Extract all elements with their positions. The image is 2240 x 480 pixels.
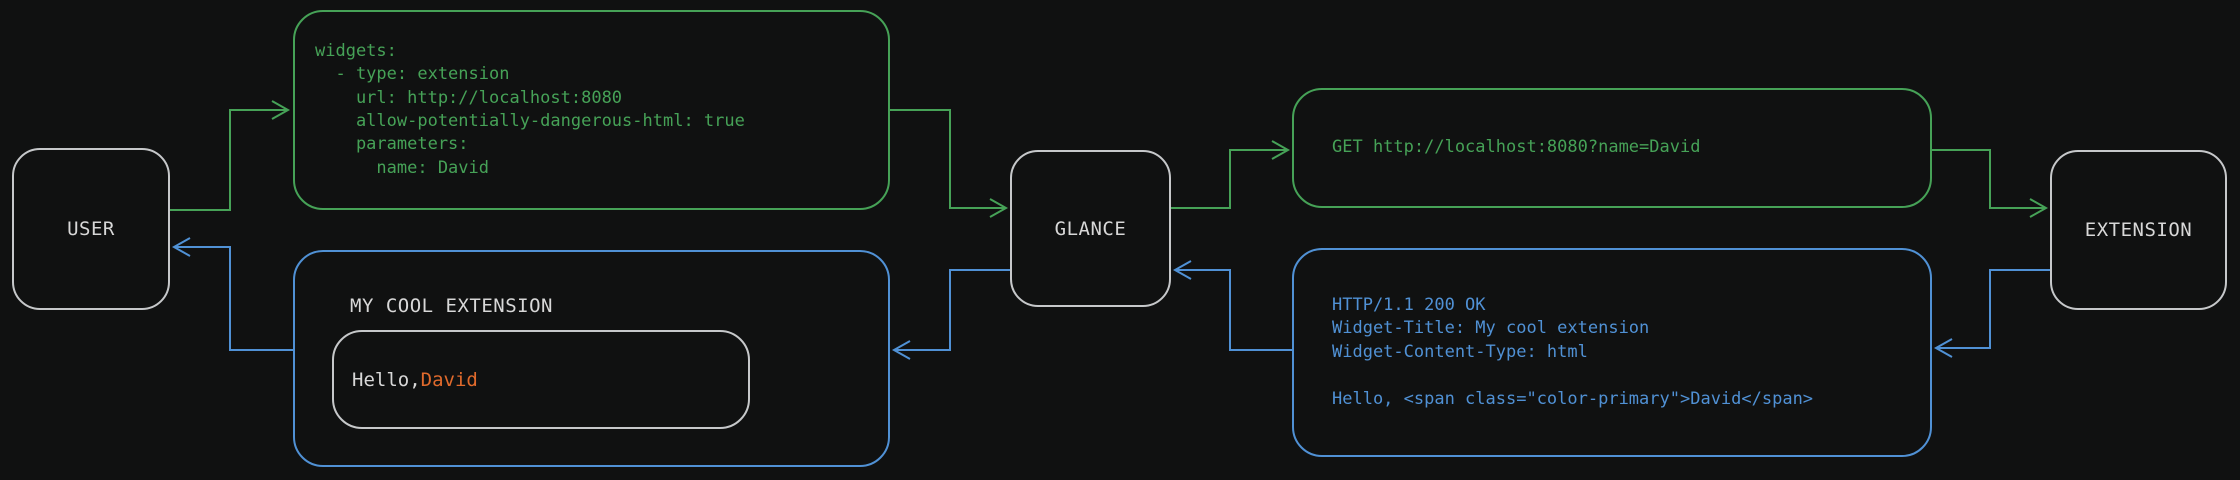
arrow-extension-to-response — [1933, 269, 2050, 358]
arrow-glance-to-widget — [891, 269, 1010, 360]
greeting-name: David — [420, 368, 478, 391]
extension-node: EXTENSION — [2050, 150, 2227, 310]
http-response-code: HTTP/1.1 200 OK Widget-Title: My cool ex… — [1332, 294, 1814, 409]
glance-node-label: GLANCE — [1054, 217, 1127, 240]
arrow-response-to-glance — [1172, 260, 1292, 351]
extension-node-label: EXTENSION — [2084, 219, 2193, 241]
greeting-prefix: Hello, — [352, 368, 421, 391]
config-yaml-box: widgets: - type: extension url: http://l… — [293, 10, 890, 210]
widget-preview-box: MY COOL EXTENSION Hello, David — [293, 250, 890, 467]
arrow-user-to-config — [170, 100, 291, 211]
config-yaml-code: widgets: - type: extension url: http://l… — [315, 40, 745, 178]
glance-node: GLANCE — [1010, 150, 1171, 307]
http-request-box: GET http://localhost:8080?name=David — [1292, 88, 1932, 208]
arrow-config-to-glance — [890, 109, 1009, 218]
arrow-request-to-extension — [1932, 149, 2049, 218]
http-request-code: GET http://localhost:8080?name=David — [1332, 137, 1701, 158]
widget-greeting-box: Hello, David — [332, 330, 750, 429]
http-response-box: HTTP/1.1 200 OK Widget-Title: My cool ex… — [1292, 248, 1932, 457]
user-node-label: USER — [67, 218, 115, 240]
arrow-widget-to-user — [171, 237, 293, 351]
user-node: USER — [12, 148, 170, 310]
widget-title: MY COOL EXTENSION — [350, 295, 553, 317]
arrow-glance-to-request — [1171, 140, 1291, 209]
